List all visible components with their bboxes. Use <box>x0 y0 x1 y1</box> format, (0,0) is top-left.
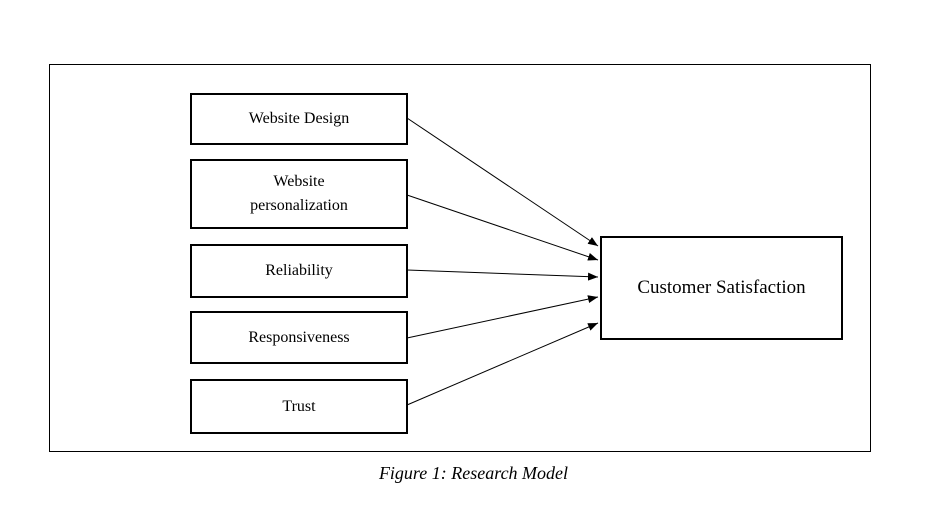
factor-label: Website personalization <box>250 173 348 214</box>
factor-label: Trust <box>282 397 316 415</box>
arrow-trust <box>406 322 599 406</box>
factor-trust: Trust <box>190 379 408 434</box>
factor-reliability: Reliability <box>190 244 408 298</box>
customer-satisfaction-box: Customer Satisfaction <box>600 236 843 340</box>
arrow-website-design <box>406 117 599 247</box>
arrow-reliability <box>406 269 599 281</box>
factor-label: Website Design <box>248 110 350 127</box>
figure-caption: Figure 1: Research Model <box>378 463 569 483</box>
target-label: Customer Satisfaction <box>637 277 806 298</box>
factor-website-design: Website Design <box>190 93 408 145</box>
arrow-responsiveness <box>406 295 599 339</box>
diagram-frame <box>49 64 871 452</box>
factor-website-personalization: Website personalization <box>190 159 408 229</box>
arrow-website-personalization <box>406 194 599 261</box>
factor-responsiveness: Responsiveness <box>190 311 408 364</box>
factor-label: Responsiveness <box>248 328 350 346</box>
factor-label: Reliability <box>265 262 333 279</box>
